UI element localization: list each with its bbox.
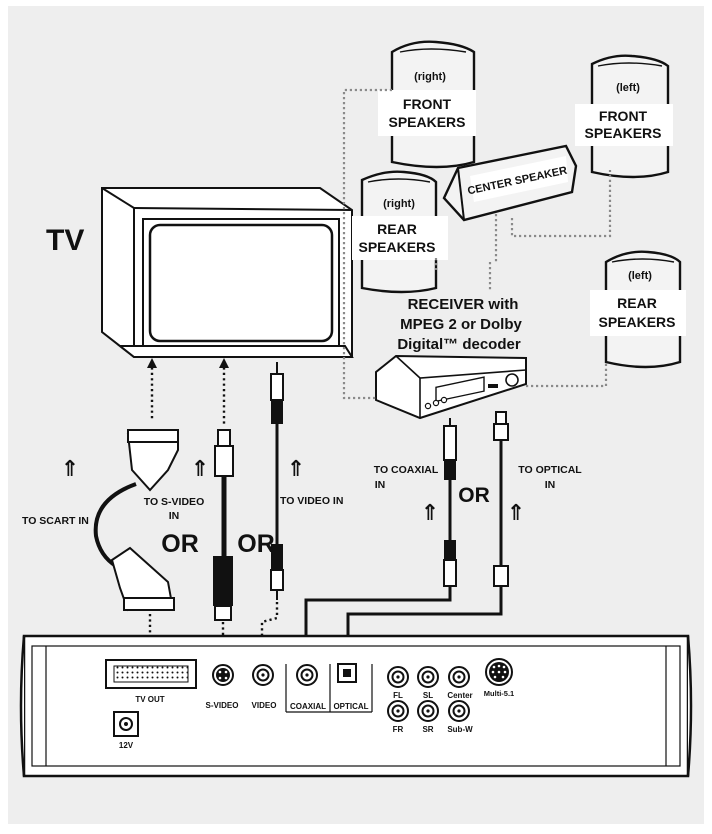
multi-channel-port-label: Multi-5.1 xyxy=(484,689,514,698)
rear-right-side-label: (right) xyxy=(383,198,415,210)
svideo-port xyxy=(212,664,234,686)
front-left-name-line2: SPEAKERS xyxy=(584,125,661,141)
optical-port-label: OPTICAL xyxy=(333,702,368,711)
sl-port-label: SL xyxy=(423,691,433,700)
fl-port-label: FL xyxy=(393,691,403,700)
player-back-panel xyxy=(19,634,693,778)
receiver-label-line3: Digital™ decoder xyxy=(397,336,521,353)
tv-out-scart-port xyxy=(105,659,197,689)
center-speaker xyxy=(442,144,578,222)
video-port xyxy=(252,664,274,686)
arrow-video: ⇑ xyxy=(287,456,305,481)
center-port-label: Center xyxy=(447,691,472,700)
power-12v-port xyxy=(113,711,139,737)
front-right-name-line2: SPEAKERS xyxy=(388,114,465,130)
fr-port-label: FR xyxy=(393,725,404,734)
speaker-wires xyxy=(342,88,612,400)
sr-port xyxy=(417,700,439,722)
optical-port xyxy=(330,663,373,713)
front-left-name-line1: FRONT xyxy=(599,108,648,124)
to-optical-in-label-line2: IN xyxy=(545,479,556,491)
subwoofer-port-label: Sub-W xyxy=(447,725,473,734)
arrow-svideo: ⇑ xyxy=(191,456,209,481)
fl-port xyxy=(387,666,409,688)
video-cable xyxy=(257,362,284,664)
subwoofer-port xyxy=(448,700,470,722)
to-optical-in-label-line1: TO OPTICAL xyxy=(518,464,582,476)
rear-left-name-line2: SPEAKERS xyxy=(598,314,675,330)
scart-cable xyxy=(93,358,179,660)
to-coaxial-in-label-line1: TO COAXIAL xyxy=(374,464,439,476)
or-label-svideo-video: OR xyxy=(237,530,275,558)
video-port-label: VIDEO xyxy=(252,701,277,710)
to-svideo-in-label-line1: TO S-VIDEO xyxy=(144,496,204,508)
arrow-coaxial: ⇑ xyxy=(421,500,439,525)
tv-out-label: TV OUT xyxy=(135,695,164,704)
sl-port xyxy=(417,666,439,688)
front-right-side-label: (right) xyxy=(414,71,446,83)
front-right-name-line1: FRONT xyxy=(403,96,452,112)
multi-channel-port xyxy=(485,658,513,686)
or-label-scart-svideo: OR xyxy=(161,530,199,558)
rear-right-speaker xyxy=(352,170,448,294)
arrow-optical: ⇑ xyxy=(507,500,525,525)
to-video-in-label: TO VIDEO IN xyxy=(280,495,343,507)
rear-left-speaker xyxy=(590,250,686,369)
rear-left-side-label: (left) xyxy=(628,270,652,282)
power-12v-label: 12V xyxy=(119,741,134,750)
coaxial-port-label: COAXIAL xyxy=(290,702,326,711)
av-receiver xyxy=(375,354,527,420)
to-coaxial-in-label-line2: IN xyxy=(375,479,386,491)
receiver-label-line2: MPEG 2 or Dolby xyxy=(400,316,522,333)
svideo-port-label: S-VIDEO xyxy=(206,701,239,710)
rear-right-name-line2: SPEAKERS xyxy=(358,239,435,255)
or-label-coaxial-optical: OR xyxy=(458,484,490,507)
rear-right-name-line1: REAR xyxy=(377,221,417,237)
receiver-label-line1: RECEIVER with xyxy=(408,296,519,313)
sr-port-label: SR xyxy=(422,725,433,734)
front-left-speaker xyxy=(575,54,673,179)
coaxial-cable xyxy=(300,418,457,656)
to-svideo-in-label-line2: IN xyxy=(169,510,180,522)
rear-left-name-line1: REAR xyxy=(617,295,657,311)
front-left-side-label: (left) xyxy=(616,82,640,94)
to-scart-in-label: TO SCART IN xyxy=(22,515,89,527)
tv-set xyxy=(101,187,354,358)
center-port xyxy=(448,666,470,688)
tv-label: TV xyxy=(46,224,84,257)
front-right-speaker xyxy=(378,40,476,169)
fr-port xyxy=(387,700,409,722)
coaxial-port xyxy=(285,664,331,713)
arrow-scart: ⇑ xyxy=(61,456,79,481)
